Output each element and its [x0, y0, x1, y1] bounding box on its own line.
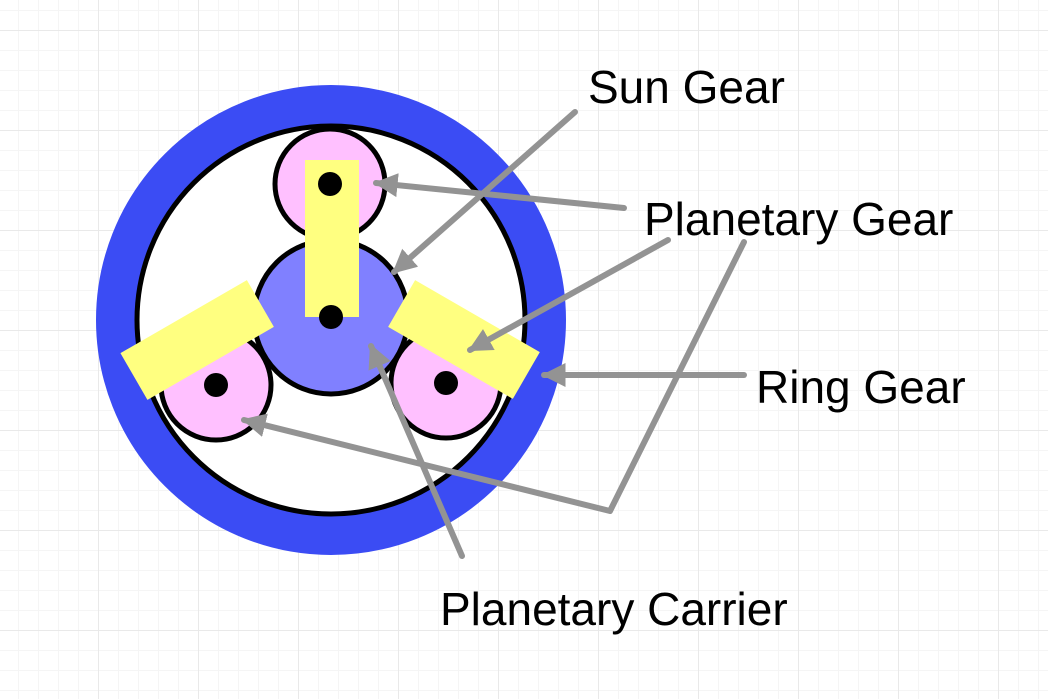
carrier-arm-right [388, 280, 540, 399]
planetary-gear-arrow-left [241, 239, 747, 514]
planetary-gear-label: Planetary Gear [644, 193, 954, 245]
carrier-pivot-right [434, 371, 458, 395]
planetary-carrier-label: Planetary Carrier [440, 583, 788, 635]
ring-gear-label: Ring Gear [756, 361, 966, 413]
carrier-arm-left [120, 280, 274, 400]
sun-gear-label: Sun Gear [588, 61, 785, 113]
planetary-gear-arrow-right [467, 237, 671, 353]
ring-gear [96, 85, 566, 555]
planetary-gear-arrow-top [373, 173, 627, 211]
carrier-pivot-left [204, 373, 228, 397]
planetary-carrier-arrow [368, 343, 465, 559]
carrier-pivot-center [319, 305, 343, 329]
carrier-pivot-top [318, 172, 342, 196]
